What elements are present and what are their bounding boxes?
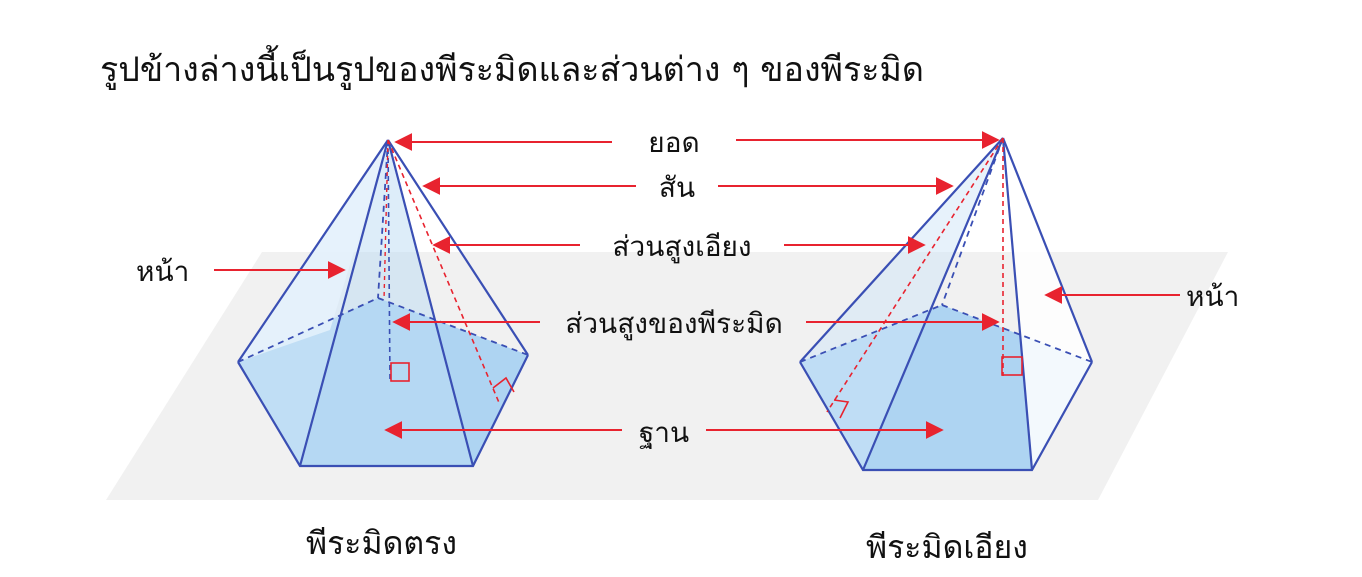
oblique-pyramid-slant-right-angle xyxy=(833,399,850,419)
right-pyramid-hidden-edge xyxy=(377,139,389,299)
label-apex: ยอด xyxy=(648,126,699,159)
label-edge: สัน xyxy=(659,171,695,204)
right-pyramid-height-line xyxy=(387,139,391,383)
label-slant-height: ส่วนสูงเอียง xyxy=(612,230,751,264)
oblique-pyramid-edge-4 xyxy=(1001,137,1094,363)
page-heading: รูปข้างล่างนี้เป็นรูปของพีระมิดและส่วนต่… xyxy=(100,50,924,90)
label-face-right: หน้า xyxy=(1186,280,1239,313)
oblique-pyramid-hidden-base-2 xyxy=(941,304,1093,363)
oblique-pyramid xyxy=(799,137,1094,472)
right-pyramid-hidden-base-1 xyxy=(237,297,379,363)
right-pyramid-edge-3 xyxy=(386,139,475,467)
oblique-pyramid-edge-1 xyxy=(799,137,1004,363)
oblique-pyramid-face-left xyxy=(800,138,1003,470)
right-pyramid-face-front xyxy=(300,140,473,466)
caption-right-pyramid: พีระมิดตรง xyxy=(306,524,457,562)
right-pyramid-right-angle-mark xyxy=(390,362,410,382)
right-pyramid-base-front xyxy=(237,354,529,468)
oblique-pyramid-hidden-edge xyxy=(941,137,1004,306)
right-pyramid-slant-line xyxy=(387,139,501,406)
oblique-pyramid-right-angle-mark xyxy=(1001,356,1023,376)
right-pyramid-red-height xyxy=(383,139,389,301)
right-pyramid-edge-4 xyxy=(387,139,529,356)
oblique-pyramid-edge-2 xyxy=(861,137,1005,471)
label-height: ส่วนสูงของพีระมิด xyxy=(565,307,783,341)
label-base: ฐาน xyxy=(639,416,689,449)
label-face-left: หน้า xyxy=(136,255,189,288)
right-pyramid xyxy=(237,139,529,468)
oblique-pyramid-hidden-base-1 xyxy=(799,304,943,363)
right-pyramid-edge-2 xyxy=(298,139,390,467)
oblique-pyramid-slant-line xyxy=(826,137,1004,413)
caption-oblique-pyramid: พีระมิดเอียง xyxy=(866,528,1028,566)
right-pyramid-slant-right-angle xyxy=(492,376,515,393)
right-pyramid-edge-1 xyxy=(237,139,389,363)
right-pyramid-hidden-base-2 xyxy=(377,297,529,356)
label-arrows xyxy=(214,131,1180,439)
oblique-pyramid-edge-3 xyxy=(1001,137,1034,471)
oblique-pyramid-base-front xyxy=(799,361,1093,472)
